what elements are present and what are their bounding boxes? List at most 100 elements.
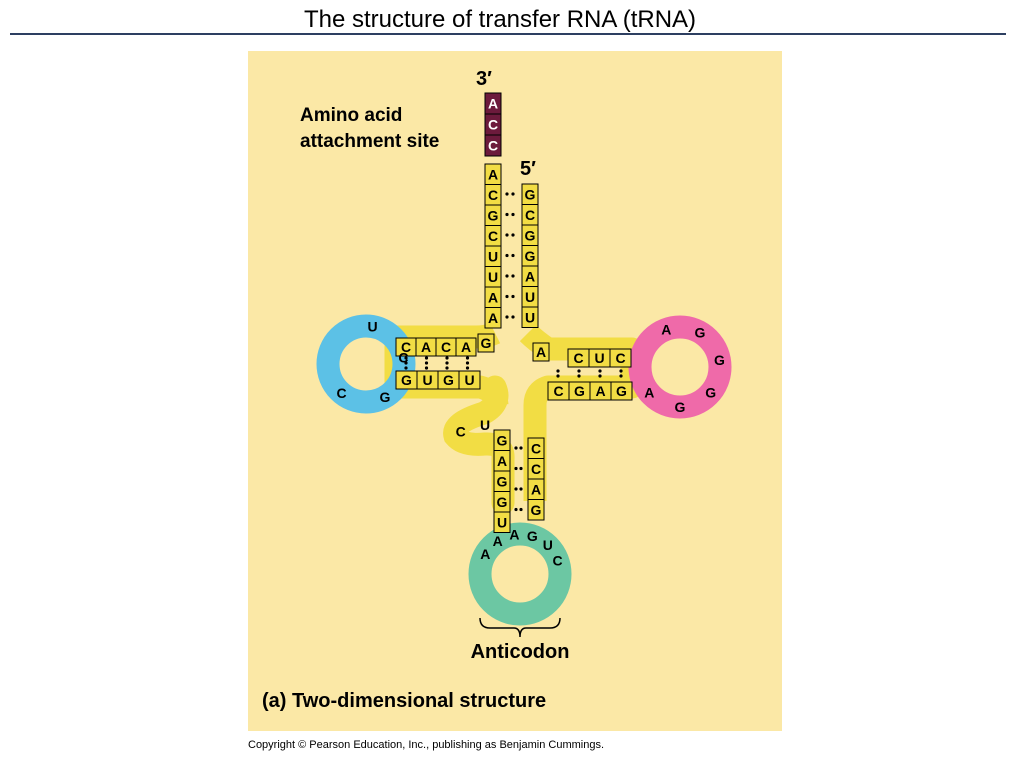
d-loop: [316, 314, 416, 414]
d-stem-bottom-base: G: [401, 372, 412, 388]
anticodon-stem-right-base: C: [531, 461, 541, 477]
pair-dot: [465, 366, 470, 370]
acceptor-5strand-cell: [521, 306, 539, 328]
pair-dot: [556, 369, 560, 373]
pair-dot: [505, 233, 509, 237]
pair-dot: [511, 315, 515, 319]
pair-dot: [511, 233, 515, 237]
acceptor-3end-base: C: [488, 117, 498, 133]
slide-title: The structure of transfer RNA (tRNA): [303, 6, 697, 33]
pair-dot: [519, 446, 523, 450]
d-stem-bottom-cell: [458, 370, 481, 390]
anticodon-loop-base: G: [527, 528, 538, 544]
t-loop-base: G: [705, 385, 716, 401]
t-stem-top-cell: [609, 348, 632, 368]
d-loop-base: C: [337, 385, 347, 401]
amino-acid-label-line1: Amino acid: [300, 105, 402, 126]
pair-dot: [511, 253, 515, 258]
d-stem-bottom-base: U: [422, 372, 432, 388]
pair-dot: [505, 192, 509, 196]
acceptor-3strand-cell: [484, 307, 502, 329]
pair-dot: [511, 294, 515, 299]
acceptor-3strand-base: U: [488, 248, 498, 264]
acceptor-5strand-base: C: [525, 207, 535, 223]
pair-dot: [519, 487, 523, 491]
label-5prime: 5′: [520, 158, 536, 180]
acceptor-3end-base: A: [488, 96, 498, 112]
t-stem-bottom-cell: [610, 381, 633, 401]
pair-dot: [505, 253, 509, 258]
anticodon-stem-left-cell: [493, 511, 511, 533]
pair-dot: [556, 374, 560, 378]
pair-dot: [511, 274, 515, 278]
acceptor-3strand-base: A: [488, 166, 498, 182]
d-loop-base: G: [380, 389, 391, 405]
anticodon-loop-base: C: [553, 552, 563, 568]
pair-dot: [424, 361, 429, 365]
pair-dot: [514, 446, 518, 450]
pair-dot: [445, 356, 449, 360]
pair-dot: [505, 294, 509, 299]
anticodon-stem-right-base: A: [531, 481, 541, 497]
acceptor-3strand-base: U: [488, 269, 498, 285]
t-stem-top-base: U: [594, 350, 604, 366]
anticodon-loop-base: U: [543, 537, 553, 553]
pair-dot: [598, 369, 602, 373]
t-loop-base: A: [661, 321, 671, 337]
acceptor-3end-base: C: [488, 138, 498, 154]
acceptor-5strand-base: U: [525, 289, 535, 305]
anticodon-stem-left-base: A: [497, 453, 507, 469]
t-stem-bottom-base: A: [595, 383, 605, 399]
pair-dot: [514, 507, 518, 512]
d-stem-top-cell: [477, 333, 495, 353]
d-loop-base: U: [368, 319, 378, 335]
pair-dot: [598, 374, 602, 378]
acceptor-5strand-base: G: [525, 248, 536, 264]
t-loop-base: A: [644, 385, 654, 401]
acceptor-5strand-base: A: [525, 268, 535, 284]
pair-dot: [505, 315, 509, 319]
t-stem-bottom-base: G: [574, 383, 585, 399]
t-loop-base: G: [695, 324, 706, 340]
copyright-notice: Copyright © Pearson Education, Inc., pub…: [248, 739, 605, 751]
pair-dot: [505, 212, 509, 217]
d-stem-top-base: C: [401, 339, 411, 355]
d-loop-base: C: [398, 349, 408, 365]
pair-dot: [519, 466, 523, 471]
d-stem-bottom-base: U: [464, 372, 474, 388]
pair-dot: [424, 366, 429, 370]
pair-dot: [511, 192, 515, 196]
acceptor-3end-cell: [484, 134, 502, 157]
pair-dot: [505, 274, 509, 278]
label-3prime: 3′: [476, 68, 492, 90]
variable-loop-base: C: [456, 424, 466, 440]
anticodon-loop: [468, 522, 572, 626]
pair-dot: [404, 366, 408, 370]
title-divider: [10, 33, 1006, 35]
anticodon-stem-right-base: G: [531, 502, 542, 518]
pair-dot: [511, 212, 515, 217]
t-stem-bottom-base: G: [616, 383, 627, 399]
pair-dot: [514, 466, 518, 471]
pair-dot: [445, 361, 449, 365]
t-stem-top-cell: [532, 342, 550, 362]
pair-dot: [519, 507, 523, 512]
t-loop-base: G: [714, 352, 725, 368]
d-stem-top-base: A: [461, 339, 471, 355]
pair-dot: [619, 369, 623, 373]
acceptor-5strand-base: G: [525, 227, 536, 243]
d-stem-bottom-base: G: [443, 372, 454, 388]
acceptor-3strand-base: G: [488, 207, 499, 223]
pair-dot: [404, 356, 408, 360]
acceptor-3strand-base: C: [488, 228, 498, 244]
t-stem-top-base: C: [615, 350, 625, 366]
acceptor-5strand-base: G: [525, 186, 536, 202]
pair-dot: [465, 361, 470, 365]
anticodon-loop-base: A: [493, 533, 503, 549]
t-loop-base: G: [675, 399, 686, 415]
acceptor-3strand-base: C: [488, 187, 498, 203]
